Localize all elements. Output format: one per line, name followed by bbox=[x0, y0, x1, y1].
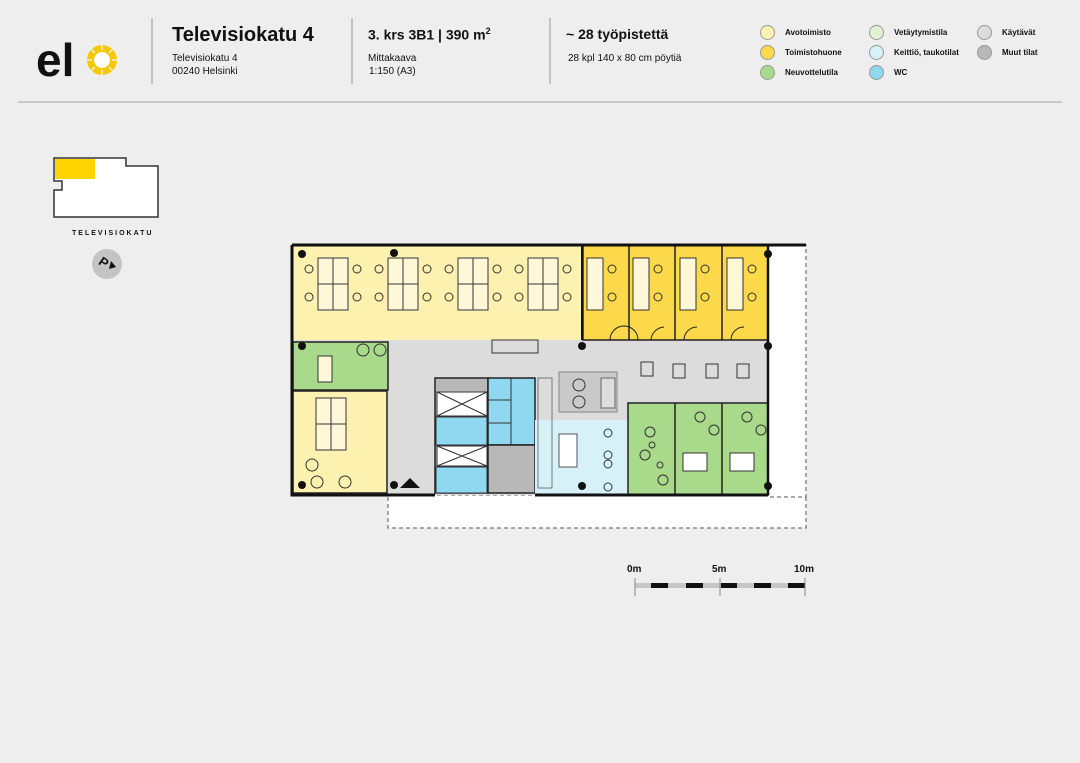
street-label: TELEVISIOKATU bbox=[72, 230, 154, 237]
entrance-marker-icon bbox=[400, 478, 420, 488]
address-line-2: 00240 Helsinki bbox=[172, 66, 238, 77]
legend-item: Keittiö, taukotilat bbox=[869, 45, 959, 60]
legend-label: WC bbox=[894, 68, 908, 77]
legend-label: Neuvottelutila bbox=[785, 68, 838, 77]
page-title: Televisiokatu 4 bbox=[172, 24, 314, 46]
svg-text:el: el bbox=[36, 34, 74, 80]
scale-value: 1:150 (A3) bbox=[369, 66, 416, 77]
address-line-1: Televisiokatu 4 bbox=[172, 53, 238, 64]
meeting-room bbox=[627, 402, 769, 496]
legend-label: Vetäytymistila bbox=[894, 28, 948, 37]
kitchen-island bbox=[558, 433, 578, 468]
separator bbox=[351, 18, 353, 84]
scale-bar bbox=[634, 578, 806, 596]
legend-label: Toimistohuone bbox=[785, 48, 842, 57]
elo-logo: el bbox=[36, 30, 120, 86]
legend-item: Vetäytymistila bbox=[869, 25, 947, 40]
legend-label: Keittiö, taukotilat bbox=[894, 48, 959, 57]
legend-label: Käytävät bbox=[1002, 28, 1036, 37]
outer-wall bbox=[290, 243, 806, 497]
legend-swatch bbox=[760, 25, 775, 40]
wc bbox=[435, 416, 488, 446]
desks-info: 28 kpl 140 x 80 cm pöytiä bbox=[568, 53, 682, 64]
workstations: ~ 28 työpistettä bbox=[566, 26, 669, 42]
legend-item: Käytävät bbox=[977, 25, 1035, 40]
balcony-area bbox=[767, 244, 807, 498]
scale-label-10: 10m bbox=[794, 564, 815, 575]
sofa bbox=[600, 377, 616, 409]
floor-info-text: 3. krs 3B1 | 390 m bbox=[368, 26, 486, 43]
technical-room bbox=[487, 444, 536, 494]
scale-label-0: 0m bbox=[627, 564, 642, 575]
legend-item: Neuvottelutila bbox=[760, 65, 838, 80]
meeting-room-small bbox=[292, 341, 389, 391]
floor-info: 3. krs 3B1 | 390 m2 bbox=[368, 26, 491, 43]
kitchen-counter bbox=[537, 377, 553, 489]
legend-swatch bbox=[977, 45, 992, 60]
header-divider bbox=[18, 101, 1062, 103]
legend-swatch bbox=[869, 45, 884, 60]
legend-swatch bbox=[869, 65, 884, 80]
legend-item: WC bbox=[869, 65, 907, 80]
exterior-area bbox=[387, 494, 807, 529]
chairs bbox=[304, 264, 757, 492]
wc bbox=[435, 466, 488, 494]
separator bbox=[151, 18, 153, 84]
legend-label: Avotoimisto bbox=[785, 28, 831, 37]
key-plan bbox=[50, 155, 165, 225]
columns bbox=[298, 249, 772, 490]
separator bbox=[549, 18, 551, 84]
legend-swatch bbox=[869, 25, 884, 40]
legend-item: Avotoimisto bbox=[760, 25, 831, 40]
legend-swatch bbox=[760, 65, 775, 80]
north-arrow-icon: P bbox=[92, 249, 122, 279]
meeting-rooms bbox=[627, 402, 769, 496]
desk-clusters bbox=[315, 257, 744, 451]
legend-swatch bbox=[760, 45, 775, 60]
floor-info-sup: 2 bbox=[485, 26, 491, 36]
scale-label: Mittakaava bbox=[368, 53, 417, 64]
legend-item: Muut tilat bbox=[977, 45, 1038, 60]
legend-swatch bbox=[977, 25, 992, 40]
legend-label: Muut tilat bbox=[1002, 48, 1038, 57]
scale-label-5: 5m bbox=[712, 564, 727, 575]
legend-item: Toimistohuone bbox=[760, 45, 842, 60]
